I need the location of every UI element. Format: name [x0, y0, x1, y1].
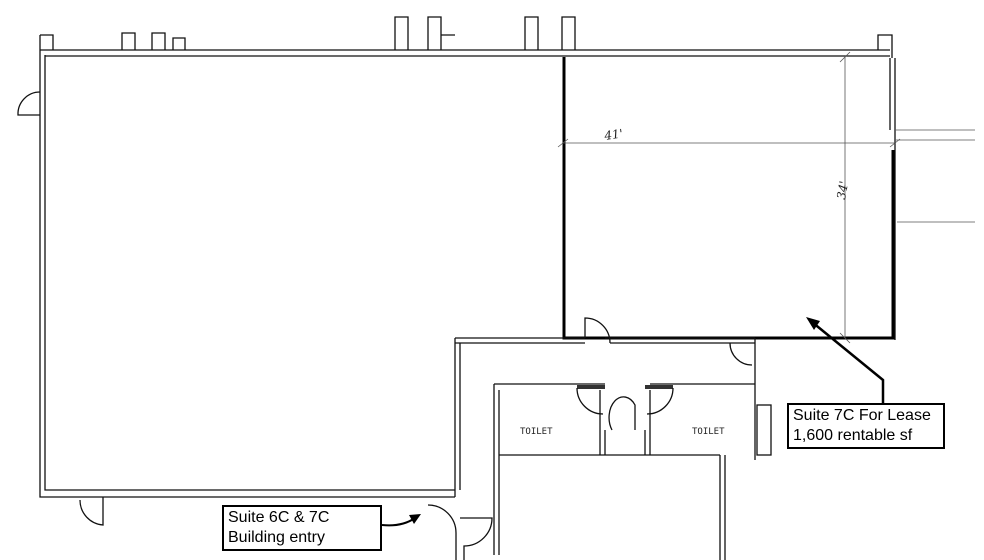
toilet-block: TOILET TOILET: [493, 383, 772, 560]
lease-callout-line2: 1,600 rentable sf: [793, 427, 913, 444]
entry-callout: Suite 6C & 7C Building entry: [222, 505, 382, 551]
toilet-label-right: TOILET: [692, 427, 725, 437]
entry-callout-line2: Building entry: [228, 529, 325, 546]
suite-7c: 41' 34': [557, 51, 901, 344]
lease-callout: Suite 7C For Lease 1,600 rentable sf: [787, 403, 945, 449]
door-left: [17, 91, 41, 116]
corridor-walls: [454, 317, 756, 497]
lease-arrow: [806, 317, 885, 403]
door-bottom-left: [79, 497, 104, 526]
entry-door: [427, 504, 493, 560]
toilet-label-left: TOILET: [520, 427, 553, 437]
exterior-walls: [39, 16, 975, 498]
entry-arrow: [381, 514, 421, 527]
entry-callout-line1: Suite 6C & 7C: [228, 509, 330, 526]
dimension-width: 41': [602, 127, 623, 144]
dimension-depth: 34': [834, 180, 851, 201]
lease-callout-line1: Suite 7C For Lease: [793, 407, 931, 424]
